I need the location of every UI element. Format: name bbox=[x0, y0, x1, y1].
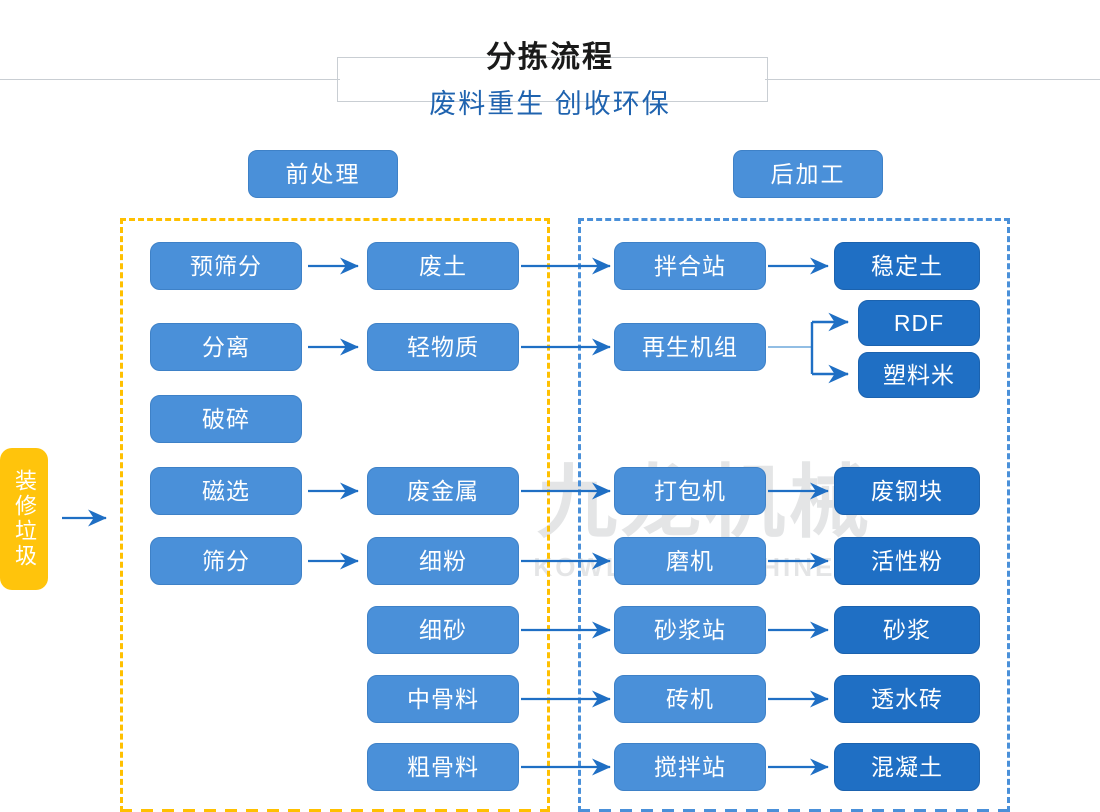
post-processing-zone bbox=[578, 218, 1010, 812]
post-processing-zone-bottom bbox=[578, 809, 1010, 812]
material-6-label: 粗骨料 bbox=[407, 754, 479, 780]
pre-step-2[interactable]: 破碎 bbox=[150, 395, 302, 443]
material-1-label: 轻物质 bbox=[407, 334, 479, 360]
machine-3-label: 磨机 bbox=[666, 548, 714, 574]
product-2[interactable]: 塑料米 bbox=[858, 352, 980, 398]
pre-step-3[interactable]: 磁选 bbox=[150, 467, 302, 515]
source-node-label: 装修垃圾 bbox=[12, 469, 37, 569]
material-4-label: 细砂 bbox=[419, 617, 467, 643]
product-2-label: 塑料米 bbox=[883, 362, 955, 388]
machine-0-label: 拌合站 bbox=[654, 253, 726, 279]
pre-step-0-label: 预筛分 bbox=[190, 253, 262, 279]
pre-processing-zone-bottom bbox=[120, 809, 550, 812]
pre-step-2-label: 破碎 bbox=[202, 406, 250, 432]
pre-processing-zone bbox=[120, 218, 550, 812]
machine-4[interactable]: 砂浆站 bbox=[614, 606, 766, 654]
machine-6-label: 搅拌站 bbox=[654, 754, 726, 780]
product-5-label: 砂浆 bbox=[883, 617, 931, 643]
product-3[interactable]: 废钢块 bbox=[834, 467, 980, 515]
pre-step-4-label: 筛分 bbox=[202, 548, 250, 574]
product-6-label: 透水砖 bbox=[871, 686, 943, 712]
material-0[interactable]: 废土 bbox=[367, 242, 519, 290]
material-3-label: 细粉 bbox=[419, 548, 467, 574]
machine-2[interactable]: 打包机 bbox=[614, 467, 766, 515]
machine-5[interactable]: 砖机 bbox=[614, 675, 766, 723]
machine-0[interactable]: 拌合站 bbox=[614, 242, 766, 290]
material-1[interactable]: 轻物质 bbox=[367, 323, 519, 371]
pre-step-1-label: 分离 bbox=[202, 334, 250, 360]
pre-step-1[interactable]: 分离 bbox=[150, 323, 302, 371]
machine-6[interactable]: 搅拌站 bbox=[614, 743, 766, 791]
pre-step-4[interactable]: 筛分 bbox=[150, 537, 302, 585]
material-5-label: 中骨料 bbox=[407, 686, 479, 712]
product-1-label: RDF bbox=[893, 310, 945, 336]
material-2[interactable]: 废金属 bbox=[367, 467, 519, 515]
machine-1-label: 再生机组 bbox=[642, 334, 738, 360]
product-4-label: 活性粉 bbox=[871, 548, 943, 574]
machine-5-label: 砖机 bbox=[666, 686, 714, 712]
source-node-renovation-waste[interactable]: 装修垃圾 bbox=[0, 448, 48, 590]
product-3-label: 废钢块 bbox=[871, 478, 943, 504]
product-5[interactable]: 砂浆 bbox=[834, 606, 980, 654]
material-6[interactable]: 粗骨料 bbox=[367, 743, 519, 791]
pre-step-3-label: 磁选 bbox=[202, 478, 250, 504]
title-rule-right bbox=[765, 79, 1100, 80]
product-7-label: 混凝土 bbox=[871, 754, 943, 780]
title-rule-left bbox=[0, 79, 340, 80]
material-5[interactable]: 中骨料 bbox=[367, 675, 519, 723]
product-0-label: 稳定土 bbox=[871, 253, 943, 279]
machine-2-label: 打包机 bbox=[654, 478, 726, 504]
section-header-post-processing[interactable]: 后加工 bbox=[733, 150, 883, 198]
material-4[interactable]: 细砂 bbox=[367, 606, 519, 654]
product-4[interactable]: 活性粉 bbox=[834, 537, 980, 585]
machine-1[interactable]: 再生机组 bbox=[614, 323, 766, 371]
product-1[interactable]: RDF bbox=[858, 300, 980, 346]
pre-step-0[interactable]: 预筛分 bbox=[150, 242, 302, 290]
page-title: 分拣流程 bbox=[486, 41, 614, 74]
product-0[interactable]: 稳定土 bbox=[834, 242, 980, 290]
material-0-label: 废土 bbox=[419, 253, 467, 279]
material-2-label: 废金属 bbox=[407, 478, 479, 504]
material-3[interactable]: 细粉 bbox=[367, 537, 519, 585]
machine-4-label: 砂浆站 bbox=[654, 617, 726, 643]
section-header-pre-processing[interactable]: 前处理 bbox=[248, 150, 398, 198]
page-subtitle: 废料重生 创收环保 bbox=[429, 89, 671, 119]
product-7[interactable]: 混凝土 bbox=[834, 743, 980, 791]
product-6[interactable]: 透水砖 bbox=[834, 675, 980, 723]
machine-3[interactable]: 磨机 bbox=[614, 537, 766, 585]
